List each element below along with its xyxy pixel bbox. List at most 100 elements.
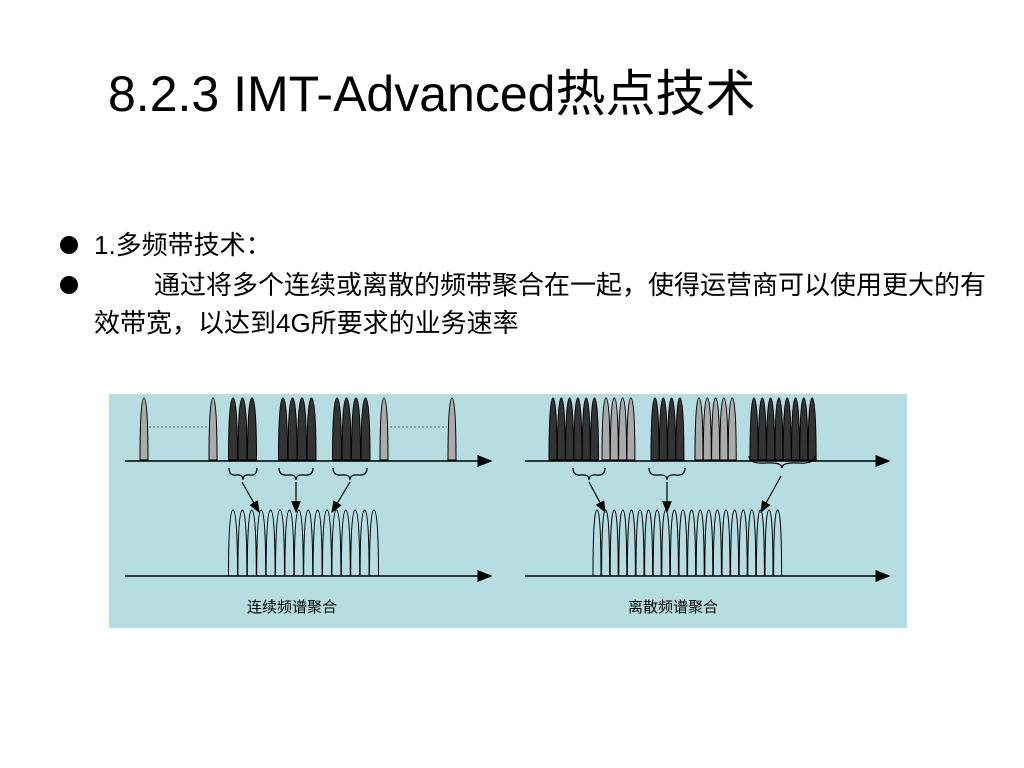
spectrum-carrier — [208, 397, 218, 461]
spectrum-carrier — [573, 397, 583, 461]
bullet-text: 通过将多个连续或离散的频带聚合在一起，使得运营商可以使用更大的有效带宽，以达到4… — [94, 270, 987, 338]
aggregated-carrier — [359, 509, 370, 577]
spectrum-carrier — [246, 397, 258, 461]
aggregated-carrier — [284, 509, 295, 577]
spectrum-carrier — [601, 397, 611, 461]
grouping-brace — [278, 467, 314, 481]
spectrum-carrier — [360, 397, 371, 461]
spectrum-carrier — [790, 397, 801, 461]
aggregation-diagram — [125, 397, 891, 582]
bullet-dot-icon — [60, 236, 78, 254]
grouping-brace — [572, 467, 606, 481]
aggregated-carrier — [227, 509, 239, 577]
spectrum-carrier — [589, 397, 600, 461]
aggregated-carrier — [237, 509, 248, 577]
aggregated-carrier — [303, 509, 314, 577]
aggregated-carrier — [755, 509, 765, 577]
spectrum-carrier — [139, 397, 149, 461]
spectrum-carrier — [667, 397, 677, 461]
aggregated-carrier — [669, 509, 679, 577]
aggregated-carrier — [609, 509, 619, 577]
aggregation-arrow — [588, 481, 606, 514]
caption-non-contiguous: 离散频谱聚合 — [628, 598, 719, 616]
slide-title: 8.2.3 IMT-Advanced热点技术 — [108, 66, 756, 122]
spectrum-carrier — [447, 397, 457, 461]
aggregated-carrier — [730, 509, 740, 577]
spectrum-carrier — [341, 397, 352, 461]
aggregated-carrier — [274, 509, 286, 577]
spectrum-carrier — [227, 397, 239, 461]
aggregated-carrier — [368, 509, 380, 577]
aggregated-carrier — [764, 509, 774, 577]
aggregation-arrow — [760, 475, 782, 514]
aggregated-carrier — [687, 509, 697, 577]
spectrum-carrier — [618, 397, 628, 461]
spectrum-carrier — [626, 397, 636, 461]
spectrum-carrier — [658, 397, 668, 461]
aggregated-carrier — [331, 509, 342, 577]
spectrum-carrier — [694, 397, 704, 461]
aggregated-carrier — [293, 509, 304, 577]
bullet-list: 1.多频带技术： 通过将多个连续或离散的频带聚合在一起，使得运营商可以使用更大的… — [58, 226, 988, 344]
spectrum-carrier — [306, 397, 317, 461]
spectrum-carrier — [565, 397, 575, 461]
spectrum-carrier — [277, 397, 289, 461]
spectrum-carrier — [774, 397, 784, 461]
spectrum-carrier — [719, 397, 729, 461]
spectrum-carrier — [556, 397, 566, 461]
bullet-text: 1.多频带技术： — [94, 230, 272, 260]
aggregated-carrier — [678, 509, 688, 577]
spectrum-carrier — [799, 397, 809, 461]
aggregated-carrier — [246, 509, 257, 577]
spectrum-carrier — [581, 397, 591, 461]
aggregated-carrier — [661, 509, 671, 577]
spectrum-carrier — [296, 397, 308, 461]
spectrum-carrier — [609, 397, 619, 461]
aggregated-carrier — [738, 509, 748, 577]
bullet-item: 1.多频带技术： — [58, 226, 988, 264]
aggregated-carrier — [644, 509, 654, 577]
aggregated-carrier — [712, 509, 722, 577]
spectrum-carrier — [727, 397, 737, 461]
aggregated-carrier — [265, 509, 276, 577]
grouping-brace — [228, 467, 258, 481]
spectrum-carrier — [350, 397, 362, 461]
spectrum-carrier — [548, 397, 558, 461]
aggregated-carrier — [704, 509, 714, 577]
spectrum-carrier — [782, 397, 792, 461]
spectrum-carrier — [331, 397, 343, 461]
aggregation-arrow — [331, 481, 351, 514]
aggregated-carrier — [312, 509, 323, 577]
aggregated-carrier — [635, 509, 645, 577]
aggregated-carrier — [618, 509, 628, 577]
aggregated-carrier — [773, 509, 783, 577]
spectrum-carrier — [711, 397, 721, 461]
aggregated-carrier — [592, 509, 602, 577]
spectrum-carrier — [287, 397, 298, 461]
aggregated-carrier — [721, 509, 731, 577]
aggregated-carrier — [695, 509, 705, 577]
grouping-brace — [748, 455, 816, 469]
aggregated-carrier — [256, 509, 267, 577]
spectrum-carrier — [237, 397, 248, 461]
grouping-brace — [332, 467, 368, 481]
aggregated-carrier — [601, 509, 611, 577]
aggregated-carrier — [350, 509, 361, 577]
spectrum-carrier — [766, 397, 776, 461]
aggregated-carrier — [652, 509, 662, 577]
aggregated-carrier — [340, 509, 351, 577]
spectrum-carrier — [749, 397, 759, 461]
spectrum-carrier — [702, 397, 712, 461]
spectrum-carrier — [650, 397, 660, 461]
aggregated-carrier — [321, 509, 333, 577]
spectrum-carrier — [379, 397, 389, 461]
bullet-item: 通过将多个连续或离散的频带聚合在一起，使得运营商可以使用更大的有效带宽，以达到4… — [58, 266, 988, 342]
spectrum-carrier — [675, 397, 685, 461]
grouping-brace — [648, 467, 686, 481]
aggregation-arrow — [241, 481, 260, 514]
aggregated-carrier — [626, 509, 636, 577]
spectrum-carrier — [757, 397, 767, 461]
bullet-dot-icon — [60, 276, 78, 294]
spectrum-carrier — [807, 397, 817, 461]
carrier-aggregation-figure — [109, 394, 907, 628]
